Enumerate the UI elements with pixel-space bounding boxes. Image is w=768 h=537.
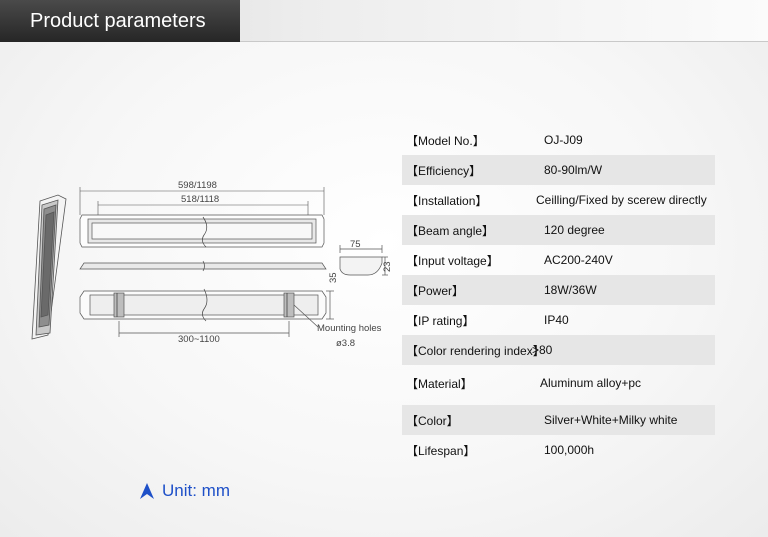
param-value: Aluminum alloy+pc [540,376,642,390]
param-label: 【Power】 [406,283,465,298]
param-row-beam-angle: 【Beam angle】 120 degree [402,215,715,245]
param-label: 【Efficiency】 [406,163,482,178]
param-value: 18W/36W [544,283,597,297]
perspective-view [31,194,67,340]
param-label: 【IP rating】 [406,313,475,328]
param-row-installation: 【Installation】 Ceilling/Fixed by scerew … [402,185,715,215]
param-value: 120 degree [544,223,605,237]
dim-depth: 35 [328,272,339,283]
product-technical-drawing: 598/1198 518/1118 75 23 [31,180,393,349]
mounting-holes-label: Mounting holes [317,323,382,334]
param-value: IP40 [544,313,569,327]
front-view [79,214,325,248]
dim-height: 23 [382,261,393,272]
param-label: 【Lifespan】 [406,443,476,458]
param-label: 【Beam angle】 [406,223,495,238]
param-value: Silver+White+Milky white [544,413,678,427]
param-row-cri: 【Color rendering index】 >80 [402,335,715,365]
param-row-power: 【Power】 18W/36W [402,275,715,305]
unit-note: Unit: mm [140,481,230,501]
cross-section-view [339,245,388,276]
param-value: 80-90lm/W [544,163,603,177]
param-label: 【Installation】 [406,193,488,208]
dim-width: 75 [350,239,361,250]
param-row-color: 【Color】 Silver+White+Milky white [402,405,715,435]
header-bar: Product parameters [0,0,768,42]
page-title: Product parameters [0,0,240,42]
up-arrow-icon [140,483,154,499]
param-row-ip-rating: 【IP rating】 IP40 [402,305,715,335]
param-label: 【Material】 [406,376,473,391]
dim-hole-spacing: 300~1100 [178,334,220,345]
param-label: 【Model No.】 [406,133,485,148]
param-row-material: 【Material】 Aluminum alloy+pc [402,365,715,401]
dim-length-inner: 518/1118 [181,194,219,205]
param-row-lifespan: 【Lifespan】 100,000h [402,435,715,465]
param-row-efficiency: 【Efficiency】 80-90lm/W [402,155,715,185]
param-value: >80 [532,343,553,357]
param-row-model: 【Model No.】 OJ-J09 [402,125,715,155]
param-label: 【Input voltage】 [406,253,499,268]
length-dimensions [79,187,325,217]
param-label: 【Color】 [406,413,459,428]
unit-text: Unit: mm [162,481,230,500]
parameters-table: 【Model No.】 OJ-J09 【Efficiency】 80-90lm/… [402,125,715,465]
dim-length-outer: 598/1198 [178,180,217,191]
hole-diameter-label: ø3.8 [336,338,355,349]
param-label: 【Color rendering index】 [406,343,545,358]
param-row-input-voltage: 【Input voltage】 AC200-240V [402,245,715,275]
param-value: Ceilling/Fixed by scerew directly [536,193,707,207]
param-value: 100,000h [544,443,595,457]
side-view [79,260,327,272]
param-value: OJ-J09 [544,133,583,147]
back-view [79,288,334,337]
param-value: AC200-240V [544,253,613,267]
